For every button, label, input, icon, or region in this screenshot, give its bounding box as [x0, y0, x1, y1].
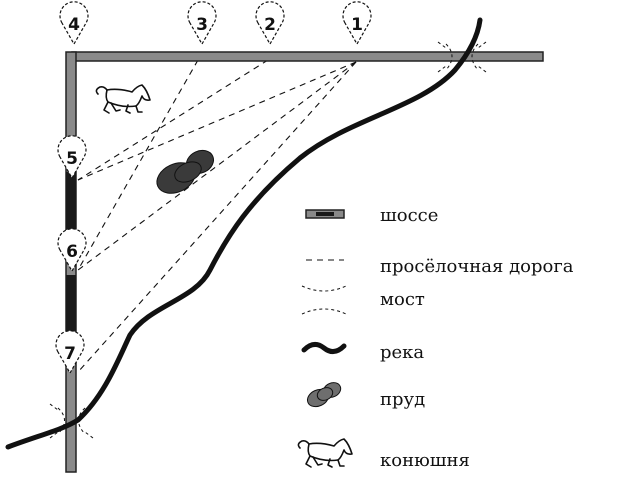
legend-bridge-swatch — [301, 285, 347, 315]
pin-5-label: 5 — [66, 149, 78, 169]
legend: шоссе просёлочная дорога мост река пруд — [297, 205, 574, 471]
pin-4: 4 — [59, 1, 89, 46]
river — [5, 17, 483, 450]
legend-pond-label: пруд — [380, 389, 425, 410]
legend-pond-swatch — [306, 382, 342, 408]
legend-river-swatch — [301, 342, 347, 354]
bridge-top-right — [437, 41, 487, 73]
pin-3: 3 — [187, 1, 217, 46]
pin-3-label: 3 — [196, 15, 208, 35]
pin-1-label: 1 — [351, 15, 363, 35]
pond — [156, 149, 215, 194]
pin-4-label: 4 — [68, 15, 80, 35]
dirt-road-2-5 — [77, 59, 269, 181]
dirt-road-3-6 — [77, 59, 199, 271]
dirt-road-1-5 — [77, 61, 357, 181]
legend-stable-label: конюшня — [380, 450, 470, 471]
legend-horse-icon — [297, 438, 353, 468]
legend-highway-label: шоссе — [380, 205, 438, 226]
pin-6: 6 — [57, 228, 87, 273]
pin-2: 2 — [255, 1, 285, 46]
legend-bridge-label: мост — [380, 289, 425, 310]
pin-7-label: 7 — [64, 344, 76, 364]
dirt-road-1-6 — [77, 61, 357, 271]
dirt-roads — [77, 59, 357, 373]
pin-2-label: 2 — [264, 15, 276, 35]
pin-5: 5 — [57, 135, 87, 180]
dirt-road-1-7 — [77, 61, 357, 373]
legend-dirt-road-label: просёлочная дорога — [380, 256, 574, 277]
bridge-bottom-left — [49, 403, 94, 439]
legend-highway-swatch — [305, 209, 345, 219]
pin-6-label: 6 — [66, 242, 78, 262]
pin-7: 7 — [55, 330, 85, 375]
stable-horse-icon — [95, 84, 151, 114]
pin-1: 1 — [342, 1, 372, 46]
legend-river-label: река — [380, 342, 424, 363]
